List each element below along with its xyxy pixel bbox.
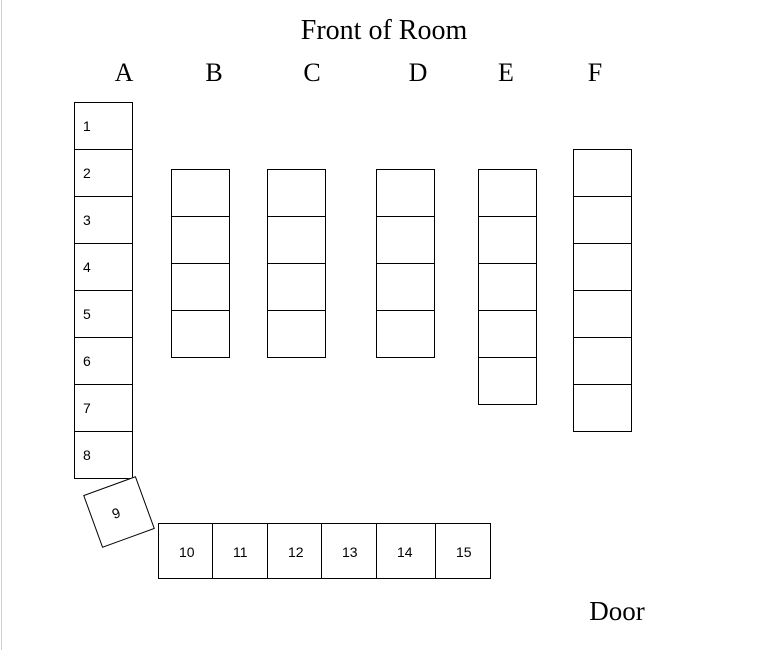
desk-9: 9 bbox=[83, 476, 155, 548]
desk-number: 4 bbox=[83, 259, 91, 275]
desk-b-3 bbox=[171, 263, 230, 311]
column-label-c: C bbox=[303, 58, 321, 87]
door-label: Door bbox=[589, 596, 645, 626]
desk-number: 3 bbox=[83, 212, 91, 228]
desk-d-4 bbox=[376, 310, 435, 358]
desk-e-2 bbox=[478, 216, 537, 264]
desk-12: 12 bbox=[267, 523, 322, 579]
desk-10: 10 bbox=[158, 523, 213, 579]
column-label-b: B bbox=[205, 58, 223, 87]
desk-number: 2 bbox=[83, 165, 91, 181]
desk-a-3: 3 bbox=[74, 196, 133, 244]
desk-c-1 bbox=[267, 169, 326, 217]
desk-number: 9 bbox=[109, 504, 123, 522]
desk-number: 14 bbox=[397, 544, 413, 560]
desk-e-5 bbox=[478, 357, 537, 405]
column-label-a: A bbox=[114, 58, 134, 87]
desk-d-2 bbox=[376, 216, 435, 264]
desk-f-6 bbox=[573, 384, 632, 432]
desk-a-8: 8 bbox=[74, 431, 133, 479]
desk-b-4 bbox=[171, 310, 230, 358]
desk-15: 15 bbox=[435, 523, 491, 579]
column-label-d: D bbox=[408, 58, 428, 87]
desk-c-2 bbox=[267, 216, 326, 264]
desk-b-1 bbox=[171, 169, 230, 217]
desk-number: 11 bbox=[233, 544, 248, 560]
desk-f-1 bbox=[573, 149, 632, 197]
desk-14: 14 bbox=[376, 523, 436, 579]
column-label-f: F bbox=[587, 58, 603, 87]
desk-f-4 bbox=[573, 290, 632, 338]
desk-f-5 bbox=[573, 337, 632, 385]
desk-c-3 bbox=[267, 263, 326, 311]
column-label-e: E bbox=[498, 58, 514, 87]
desk-number: 6 bbox=[83, 353, 91, 369]
desk-number: 8 bbox=[83, 447, 91, 463]
desk-e-3 bbox=[478, 263, 537, 311]
desk-number: 1 bbox=[83, 118, 91, 134]
desk-a-6: 6 bbox=[74, 337, 133, 385]
desk-11: 11 bbox=[212, 523, 268, 579]
desk-f-3 bbox=[573, 243, 632, 291]
desk-13: 13 bbox=[321, 523, 377, 579]
page-left-border bbox=[1, 0, 2, 650]
desk-number: 7 bbox=[83, 400, 91, 416]
desk-number: 10 bbox=[179, 544, 195, 560]
desk-number: 13 bbox=[342, 544, 358, 560]
desk-b-2 bbox=[171, 216, 230, 264]
desk-a-7: 7 bbox=[74, 384, 133, 432]
desk-a-2: 2 bbox=[74, 149, 133, 197]
desk-e-4 bbox=[478, 310, 537, 358]
desk-f-2 bbox=[573, 196, 632, 244]
desk-a-4: 4 bbox=[74, 243, 133, 291]
desk-e-1 bbox=[478, 169, 537, 217]
desk-c-4 bbox=[267, 310, 326, 358]
room-front-label: Front of Room bbox=[300, 15, 468, 46]
desk-d-1 bbox=[376, 169, 435, 217]
desk-d-3 bbox=[376, 263, 435, 311]
desk-number: 15 bbox=[456, 544, 472, 560]
desk-number: 12 bbox=[288, 544, 304, 560]
desk-a-1: 1 bbox=[74, 102, 133, 150]
desk-number: 5 bbox=[83, 306, 91, 322]
desk-a-5: 5 bbox=[74, 290, 133, 338]
